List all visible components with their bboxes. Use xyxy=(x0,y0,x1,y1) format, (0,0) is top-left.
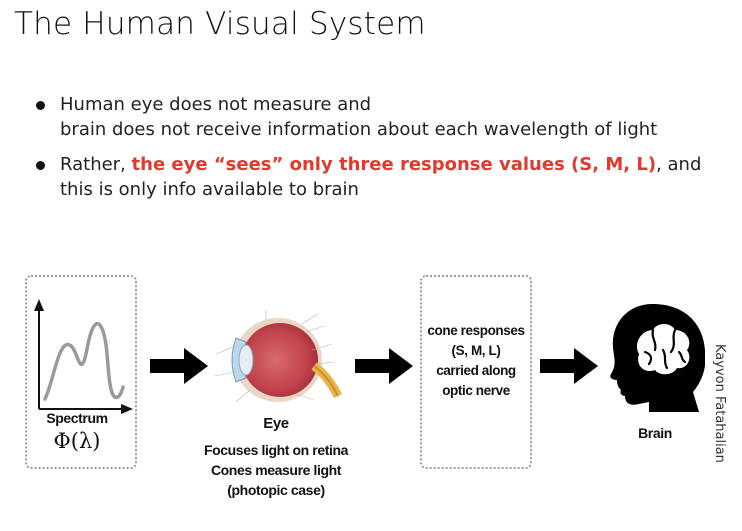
cone-responses-box: cone responses (S, M, L) carried along o… xyxy=(420,275,532,469)
eye-caption-1: Focuses light on retina xyxy=(203,442,349,458)
bullet-2-line-2: this is only info available to brain xyxy=(60,179,359,200)
cone-responses-line-1: cone responses xyxy=(427,323,525,338)
spectrum-label: Spectrum xyxy=(46,410,108,426)
brain-label: Brain xyxy=(638,425,672,441)
eye-label: Eye xyxy=(263,415,289,432)
slide-title: The Human Visual System xyxy=(14,6,426,42)
author-credit: Kayvon Fatahalian xyxy=(712,344,727,463)
bullet-1-line-2: brain does not receive information about… xyxy=(60,119,658,140)
eye-diagram-icon xyxy=(213,310,343,403)
bullet-1-line-1: Human eye does not measure and xyxy=(60,94,372,115)
eye-caption-2: Cones measure light xyxy=(210,462,342,478)
eye-caption-3: (photopic case) xyxy=(227,482,325,498)
arrow-right-icon xyxy=(355,348,413,384)
bullet-2-suffix: , and xyxy=(656,154,702,175)
brain-head-icon xyxy=(610,304,705,412)
cone-responses-line-2: (S, M, L) xyxy=(451,343,501,358)
cone-responses-line-4: optic nerve xyxy=(442,383,510,398)
bullet-dot xyxy=(36,161,45,170)
spectrum-formula: Φ(λ) xyxy=(53,429,101,453)
bullet-2-prefix: Rather, xyxy=(60,154,132,175)
bullet-1: Human eye does not measure and brain doe… xyxy=(36,92,716,142)
bullet-2: Rather, the eye “sees” only three respon… xyxy=(36,152,716,202)
bullet-dot xyxy=(36,101,45,110)
bullet-2-highlight: the eye “sees” only three response value… xyxy=(131,154,657,175)
bullet-2-line-1: Rather, the eye “sees” only three respon… xyxy=(60,152,716,177)
spectrum-plot-icon xyxy=(34,299,133,414)
bullet-list: Human eye does not measure and brain doe… xyxy=(36,92,716,212)
arrow-right-icon xyxy=(150,348,208,384)
arrow-right-icon xyxy=(540,348,598,384)
spectrum-box: Spectrum Φ(λ) xyxy=(25,275,137,469)
cone-responses-line-3: carried along xyxy=(436,363,516,378)
